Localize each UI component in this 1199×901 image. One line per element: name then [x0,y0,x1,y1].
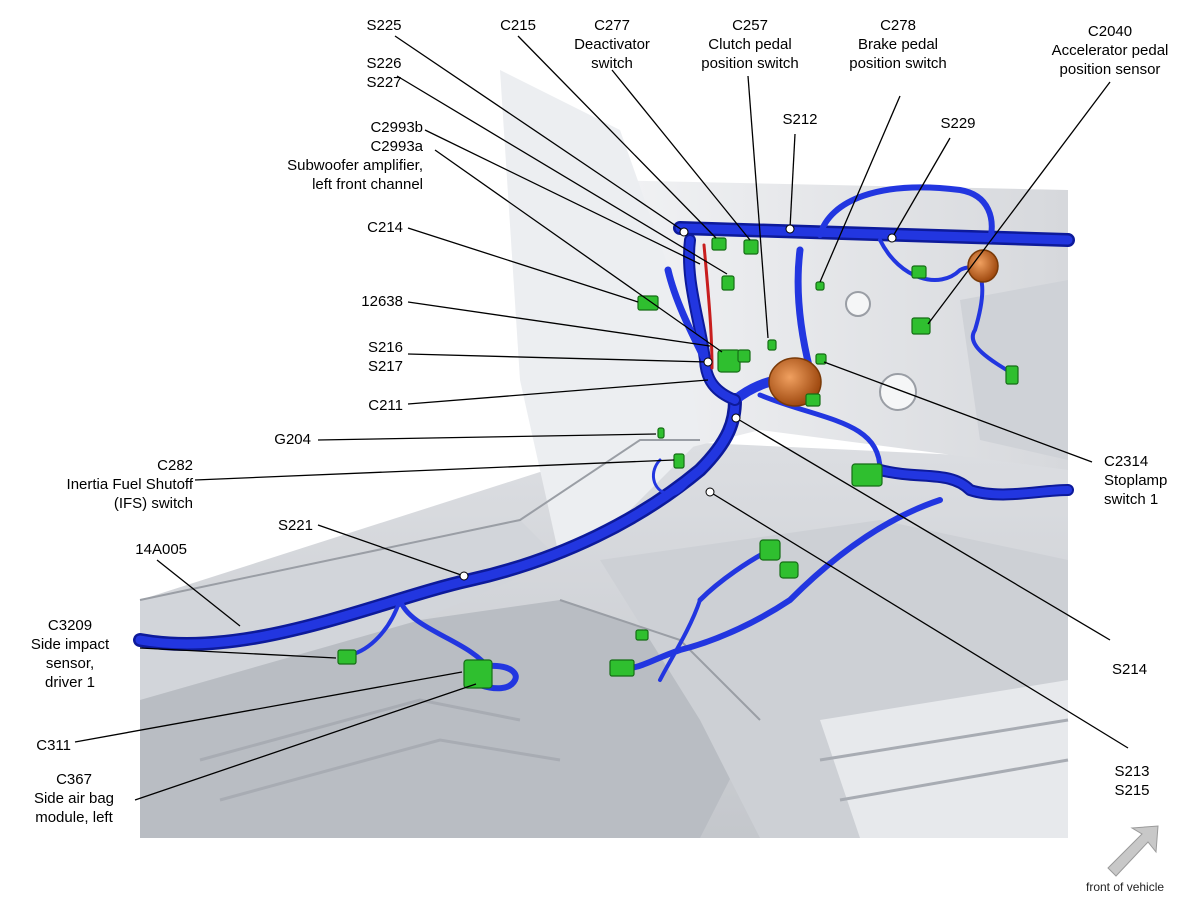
callout-s226-s227: S226 S227 [366,54,401,92]
callout-c215: C215 [500,16,536,35]
callout-c2993-line: C2993a [370,138,423,155]
callout-c215-line: C215 [500,17,536,34]
callout-c2314: C2314 Stoplamp switch 1 [1104,452,1167,509]
callout-c2993-line: left front channel [312,176,423,193]
callout-c278-line: position switch [849,55,947,72]
callout-s226-s227-line: S227 [366,74,402,91]
callout-c214-line: C214 [367,219,403,236]
callout-c282: C282 Inertia Fuel Shutoff (IFS) switch [67,456,193,513]
callout-c257-line: position switch [701,55,799,72]
callout-c3209-line: C3209 [47,617,93,634]
callout-s213-s215-line: S215 [1114,782,1150,799]
connectors [337,237,1019,689]
callout-c2993-line: Subwoofer amplifier, [287,157,423,174]
callout-s221: S221 [278,516,313,535]
callout-s221-line: S221 [277,517,313,534]
callout-14a005: 14A005 [135,540,187,559]
callout-c278-line: Brake pedal [857,36,939,53]
callout-c367-line: Side air bag [33,790,115,807]
vehicle-body [139,70,1069,838]
callout-c2314-line: switch 1 [1104,491,1159,508]
callout-s212-line: S212 [782,111,818,128]
leader-lines [74,35,1129,801]
callout-s229: S229 [940,114,975,133]
callout-c257-line: Clutch pedal [708,36,792,53]
callout-g204: G204 [274,430,311,449]
callout-c278-line: C278 [880,17,916,34]
callout-c367: C367 Side air bag module, left [34,770,114,827]
callout-14a005-line: 14A005 [135,541,187,558]
callout-s212: S212 [782,110,817,129]
callout-s216-s217: S216 S217 [368,338,403,376]
callout-12638: 12638 [361,292,403,311]
callout-c277-line: switch [591,55,633,72]
callout-s229-line: S229 [940,115,976,132]
callout-c2993: C2993b C2993a Subwoofer amplifier, left … [287,118,423,194]
callout-s214-line: S214 [1112,661,1148,678]
callout-c3209: C3209 Side impact sensor, driver 1 [31,616,109,692]
callout-s213-s215-line: S213 [1114,763,1150,780]
callout-c311-line: C311 [36,737,71,754]
wiring-harness [133,184,1075,692]
callout-s226-s227-line: S226 [366,55,402,72]
callout-c2040-line: C2040 [1087,23,1133,40]
callout-c2040: C2040 Accelerator pedal position sensor [1052,22,1169,79]
callout-s216-s217-line: S217 [367,358,403,375]
callout-c257: C257 Clutch pedal position switch [701,16,799,73]
callout-c277-line: C277 [594,17,630,34]
callout-c3209-line: Side impact [30,636,110,653]
callout-c214: C214 [367,218,403,237]
callout-12638-line: 12638 [361,293,403,310]
callout-c2040-line: Accelerator pedal [1051,42,1169,59]
callout-c277-line: Deactivator [574,36,650,53]
callout-c2993-line: C2993b [370,119,423,136]
callout-c211-line: C211 [368,397,403,414]
callout-c277: C277 Deactivator switch [574,16,650,73]
callout-g204-line: G204 [274,431,311,448]
callout-c282-line: (IFS) switch [113,495,193,512]
callout-s225: S225 [366,16,401,35]
callout-c2314-line: Stoplamp [1104,472,1168,489]
front-direction-arrow-icon [1107,825,1159,877]
callout-s213-s215: S213 S215 [1114,762,1149,800]
callout-c3209-line: sensor, [45,655,95,672]
splice-markers [459,224,897,581]
callout-c311: C311 [36,736,71,755]
callout-c282-line: Inertia Fuel Shutoff [66,476,193,493]
callout-c2314-line: C2314 [1104,453,1149,470]
callout-c211: C211 [368,396,403,415]
callout-c3209-line: driver 1 [44,674,96,691]
callout-c367-line: C367 [56,771,92,788]
callout-s216-s217-line: S216 [367,339,403,356]
callout-c257-line: C257 [732,17,768,34]
callout-c2040-line: position sensor [1059,61,1161,78]
callout-s214: S214 [1112,660,1147,679]
callout-c282-line: C282 [157,457,193,474]
front-of-vehicle-label: front of vehicle [1086,880,1165,894]
callout-s225-line: S225 [366,17,402,34]
callout-c278: C278 Brake pedal position switch [849,16,947,73]
callout-c367-line: module, left [35,809,113,826]
